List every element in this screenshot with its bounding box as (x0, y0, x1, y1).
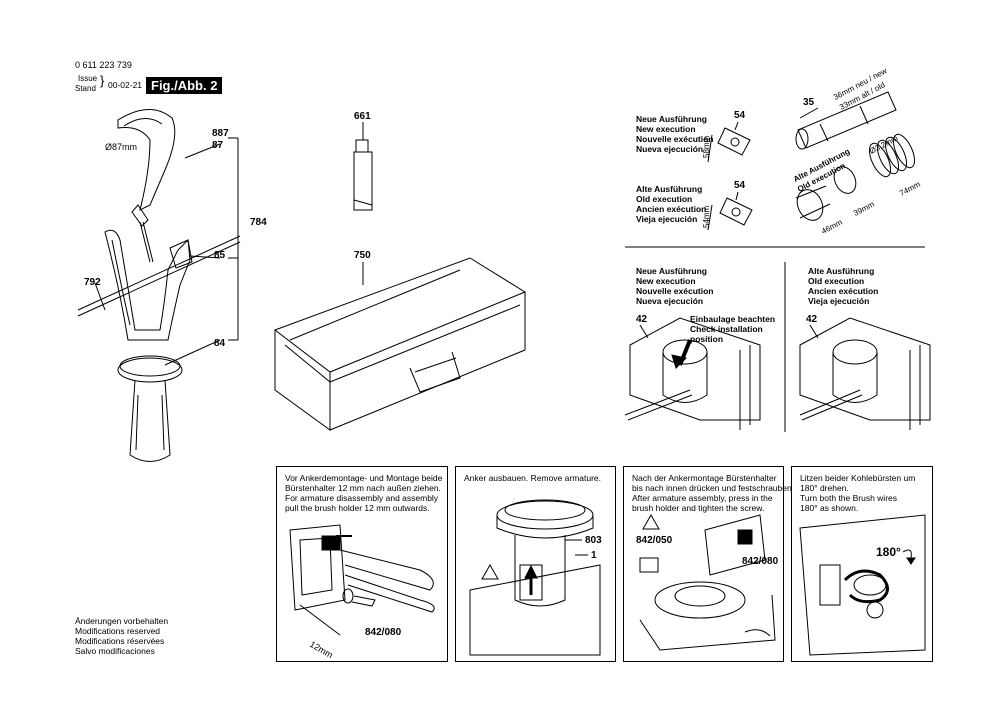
part-1: 1 (591, 550, 597, 561)
part-87: 87 (212, 140, 224, 151)
instruction-panel-2: Anker ausbauen. Remove armature. 803 1 (455, 466, 616, 662)
rotation-180: 180° (876, 545, 901, 559)
part-84: 84 (214, 338, 226, 349)
part-750: 750 (354, 250, 371, 261)
part-842-080-b: 842/080 (742, 556, 779, 567)
part-35: 35 (803, 97, 815, 108)
diameter-label: Ø87mm (105, 142, 138, 152)
part-661: 661 (354, 111, 371, 122)
dim-54: 54mm (702, 205, 711, 228)
part-54-new: 54 (734, 110, 746, 121)
part-85: 85 (214, 250, 226, 261)
issue-label: Issue (78, 74, 98, 83)
figure-label: Fig./Abb. 2 (146, 77, 223, 94)
panel-2-text: Anker ausbauen. Remove armature. (464, 473, 602, 483)
stand-label: Stand (75, 84, 96, 93)
part-784: 784 (250, 217, 267, 228)
part-42-new: 42 (636, 314, 648, 325)
part-42-old: 42 (806, 314, 818, 325)
dim-12mm: 12mm (308, 639, 335, 661)
part-792: 792 (84, 277, 101, 288)
part-54-old: 54 (734, 180, 746, 191)
part-887: 887 (212, 128, 229, 139)
issue-date: 00-02-21 (108, 80, 143, 90)
part-842-050: 842/050 (636, 535, 673, 546)
part-number: 0 611 223 739 (75, 60, 132, 70)
part-842-080: 842/080 (365, 627, 402, 638)
part-803: 803 (585, 535, 602, 546)
brace: } (100, 73, 105, 88)
dim-58: 58mm (702, 135, 711, 158)
